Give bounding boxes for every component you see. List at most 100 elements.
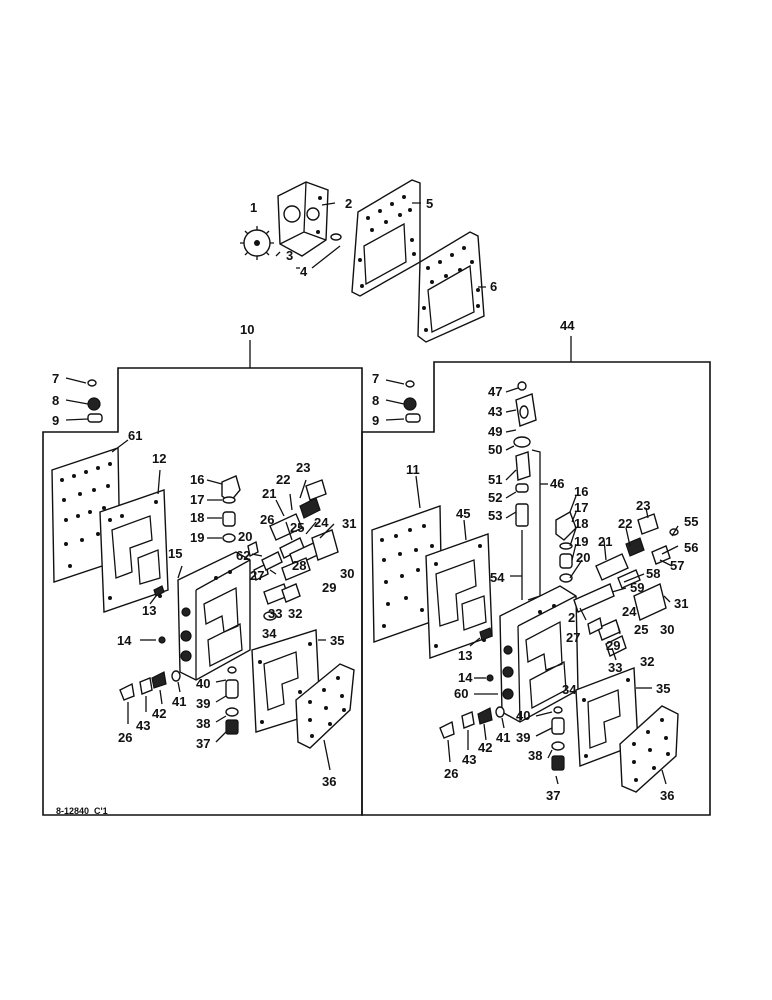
callout-R37: 37 (546, 788, 560, 803)
callout-R42: 42 (478, 740, 492, 755)
callout-L28: 28 (292, 558, 306, 573)
left-assembly: 10 7 8 9 61 12 13 14 (42, 322, 363, 816)
callout-R40: 40 (516, 708, 530, 723)
callout-L39: 39 (196, 696, 210, 711)
callout-R56: 56 (684, 540, 698, 555)
callout-R51: 51 (488, 472, 502, 487)
cover-plate-36 (295, 663, 355, 749)
callout-4: 4 (300, 264, 308, 279)
callout-R60: 60 (454, 686, 468, 701)
callout-R18: 18 (574, 516, 588, 531)
callout-L30: 30 (340, 566, 354, 581)
callout-L18: 18 (190, 510, 204, 525)
callout-R54: 54 (490, 570, 505, 585)
callout-L36: 36 (322, 774, 336, 789)
callout-R58: 58 (646, 566, 660, 581)
o-ring-part (330, 233, 342, 241)
callout-L38: 38 (196, 716, 210, 731)
callout-L29: 29 (322, 580, 336, 595)
callout-L40: 40 (196, 676, 210, 691)
callout-R19: 19 (574, 534, 588, 549)
callout-L62: 62 (236, 548, 250, 563)
callout-L32: 32 (288, 606, 302, 621)
callout-R22: 22 (618, 516, 632, 531)
callout-44: 44 (560, 318, 575, 333)
callout-R43: 43 (462, 752, 476, 767)
callout-L23: 23 (296, 460, 310, 475)
callout-L12: 12 (152, 451, 166, 466)
callout-L26: 26 (260, 512, 274, 527)
callout-R23: 23 (636, 498, 650, 513)
callout-R49: 49 (488, 424, 502, 439)
callout-R45: 45 (456, 506, 470, 521)
gasket-plate-5 (351, 179, 421, 297)
valve-body-right (499, 585, 579, 723)
callout-L21: 21 (262, 486, 276, 501)
callout-L34: 34 (262, 626, 277, 641)
callout-L20: 20 (238, 529, 252, 544)
top-assembly: 1 2 3 4 5 6 (240, 179, 497, 343)
plug-23 (305, 479, 327, 501)
callout-R53: 53 (488, 508, 502, 523)
callout-L41: 41 (172, 694, 186, 709)
callout-R46: 46 (550, 476, 564, 491)
callout-R38: 38 (528, 748, 542, 763)
callout-L27: 27 (250, 568, 264, 583)
callout-R7: 7 (372, 371, 379, 386)
callout-R39: 39 (516, 730, 530, 745)
callout-L9: 9 (52, 413, 59, 428)
seal-wire-part (311, 245, 341, 269)
callout-6: 6 (490, 279, 497, 294)
callout-R8: 8 (372, 393, 379, 408)
callout-R33: 33 (608, 660, 622, 675)
callout-L37: 37 (196, 736, 210, 751)
callout-L8: 8 (52, 393, 59, 408)
callout-L42: 42 (152, 706, 166, 721)
callout-R50: 50 (488, 442, 502, 457)
spool-21 (269, 513, 303, 541)
callout-L19: 19 (190, 530, 204, 545)
callout-R36: 36 (660, 788, 674, 803)
callout-R57: 57 (670, 558, 684, 573)
callout-R27: 27 (566, 630, 580, 645)
callout-L35: 35 (330, 633, 344, 648)
callout-R11: 11 (406, 462, 420, 477)
callout-R14: 14 (458, 670, 473, 685)
callout-L16: 16 (190, 472, 204, 487)
callout-R34: 34 (562, 682, 577, 697)
callout-L13: 13 (142, 603, 156, 618)
callout-R21: 21 (598, 534, 612, 549)
callout-R25: 25 (634, 622, 648, 637)
callout-10: 10 (240, 322, 254, 337)
callout-R24: 24 (622, 604, 637, 619)
callout-L26b: 26 (118, 730, 132, 745)
callout-L14: 14 (117, 633, 132, 648)
figure-code: 8-12840 (56, 806, 89, 816)
callout-R47: 47 (488, 384, 502, 399)
callout-R29: 29 (606, 638, 620, 653)
callout-L43: 43 (136, 718, 150, 733)
callout-1: 1 (250, 200, 257, 215)
callout-L25: 25 (290, 520, 304, 535)
callout-L17: 17 (190, 492, 204, 507)
callout-R59: 59 (630, 580, 644, 595)
callout-R13: 13 (458, 648, 472, 663)
callout-L24: 24 (314, 515, 329, 530)
callout-R31: 31 (674, 596, 688, 611)
callout-R52: 52 (488, 490, 502, 505)
figure-code-suffix: C'1 (94, 806, 108, 816)
callout-R2: 2 (568, 610, 575, 625)
callout-R32: 32 (640, 654, 654, 669)
callout-L61: 61 (128, 428, 142, 443)
callout-L22: 22 (276, 472, 290, 487)
right-assembly: 44 7 8 9 47 43 49 50 51 52 53 54 46 (361, 318, 711, 816)
right-assembly-boundary (361, 361, 711, 816)
callout-R43t: 43 (488, 404, 502, 419)
gasket-plate-6 (417, 231, 485, 343)
callout-R26: 26 (444, 766, 458, 781)
callout-L31: 31 (342, 516, 356, 531)
callout-R16: 16 (574, 484, 588, 499)
callout-R20: 20 (576, 550, 590, 565)
callout-L15: 15 (168, 546, 182, 561)
